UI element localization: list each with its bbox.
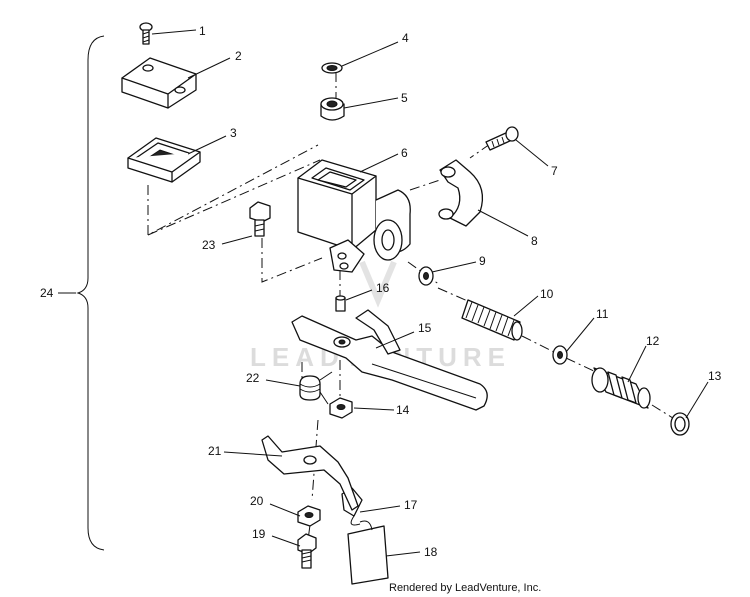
callout-12: 12 <box>646 334 660 348</box>
part-19-bolt <box>297 533 317 569</box>
callout-7: 7 <box>551 164 558 178</box>
part-23-bolt <box>249 201 271 237</box>
callout-9: 9 <box>479 254 486 268</box>
callout-15: 15 <box>418 321 432 335</box>
group-bracket <box>76 35 105 551</box>
callout-20: 20 <box>250 494 264 508</box>
callout-leaders <box>58 29 709 557</box>
part-18-tag <box>347 520 389 585</box>
callout-23: 23 <box>202 238 216 252</box>
part-13-snap-ring <box>670 412 690 436</box>
callout-24: 24 <box>40 286 54 300</box>
callout-6: 6 <box>401 146 408 160</box>
callout-4: 4 <box>402 31 409 45</box>
part-9-washer <box>418 266 434 286</box>
callout-labels: 1 2 3 4 5 6 7 8 9 10 11 12 13 14 15 16 1… <box>40 24 722 559</box>
part-20-nut <box>297 505 321 527</box>
callout-22: 22 <box>246 371 260 385</box>
part-11-washer <box>552 345 568 365</box>
part-1-screw <box>139 22 153 45</box>
part-10-spring <box>461 299 523 341</box>
part-8-clamp <box>438 159 484 227</box>
part-14-nut <box>329 397 353 419</box>
part-12-piston <box>591 367 651 409</box>
callout-8: 8 <box>531 234 538 248</box>
callout-16: 16 <box>376 281 390 295</box>
part-3-diaphragm <box>127 137 201 183</box>
callout-5: 5 <box>401 91 408 105</box>
callout-13: 13 <box>708 369 722 383</box>
callout-1: 1 <box>199 24 206 38</box>
part-16-pivot-pin <box>335 295 346 312</box>
credit-text: Rendered by LeadVenture, Inc. <box>389 582 542 594</box>
assembly-lines <box>147 72 677 541</box>
part-22-spring <box>299 371 333 405</box>
part-4-washer <box>321 62 343 74</box>
part-7-clamp-bolt <box>485 126 519 151</box>
callout-17: 17 <box>404 498 418 512</box>
callout-19: 19 <box>252 527 266 541</box>
callout-11: 11 <box>596 307 609 321</box>
part-2-cover <box>121 57 197 109</box>
callout-21: 21 <box>208 444 222 458</box>
callout-14: 14 <box>396 403 410 417</box>
callout-10: 10 <box>540 287 554 301</box>
part-5-bushing <box>320 97 345 121</box>
part-21-bracket <box>261 435 359 511</box>
callout-2: 2 <box>235 49 242 63</box>
callout-3: 3 <box>230 126 237 140</box>
part-6-master-cylinder <box>297 159 411 273</box>
callout-18: 18 <box>424 545 438 559</box>
